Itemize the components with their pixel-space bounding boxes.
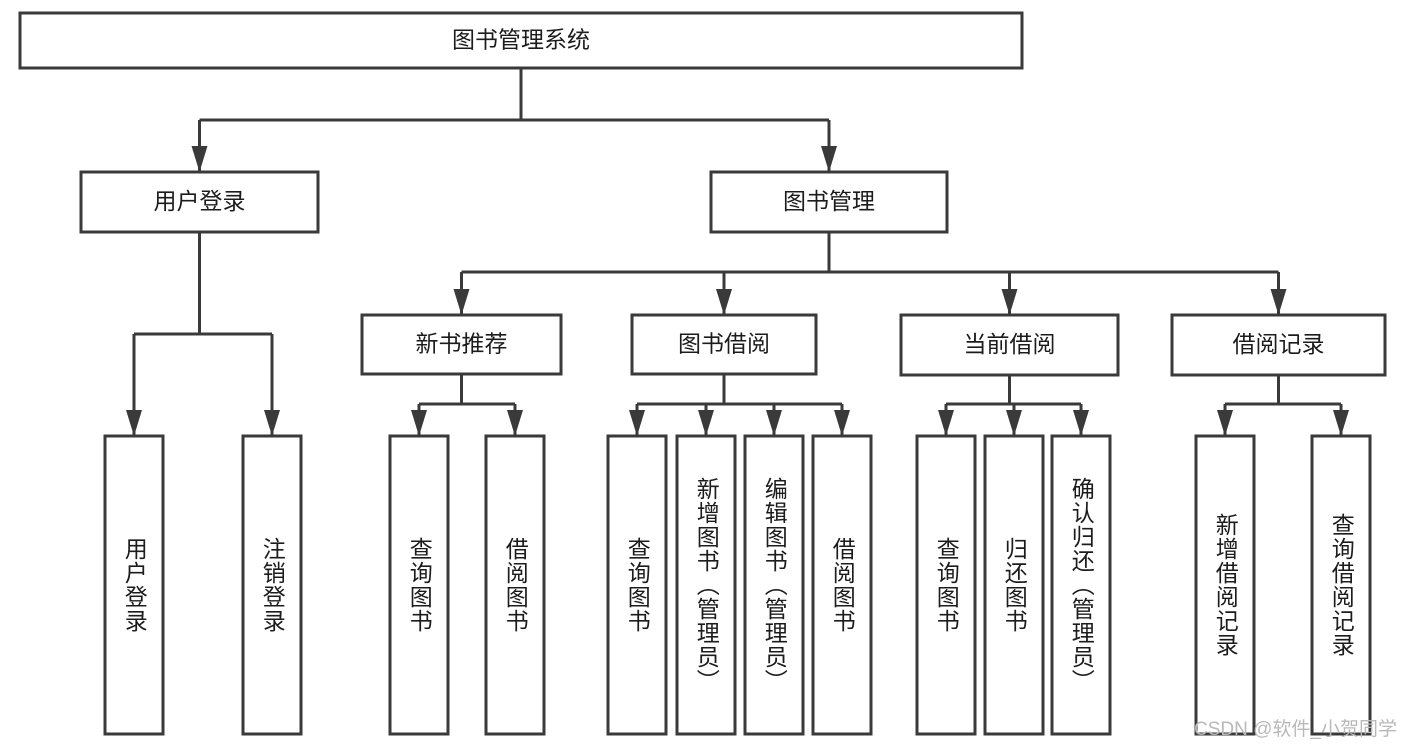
arrow-head-icon <box>507 410 523 436</box>
watermark: CSDN @软件_小贺同学 <box>1194 719 1397 740</box>
node-leaf-box-leaf-borrow-book <box>811 434 873 736</box>
node-leaf-box-leaf-logout <box>241 434 303 736</box>
node-level3-box-new-book-recommend <box>360 313 563 376</box>
node-level2-box-user-login <box>79 170 320 234</box>
node-level2-label-user-login: 用户登录 <box>154 188 246 214</box>
node-level3-label-book-borrow: 图书借阅 <box>678 331 770 357</box>
node-level3-label-new-book-recommend: 新书推荐 <box>416 331 508 357</box>
node-level3-label-current-borrow: 当前借阅 <box>964 331 1056 357</box>
node-leaf-box-leaf-query-book-current <box>915 434 977 736</box>
node-level2-label-book-manage: 图书管理 <box>783 188 875 214</box>
arrow-head-icon <box>766 410 782 436</box>
arrow-head-icon <box>1001 289 1018 315</box>
arrow-head-icon <box>1217 410 1233 436</box>
node-level3-box-book-borrow <box>630 313 818 376</box>
arrow-head-icon <box>453 289 470 315</box>
node-root-label: 图书管理系统 <box>452 27 590 53</box>
node-leaf-box-leaf-query-book-borrow <box>606 434 668 736</box>
node-level2-box-book-manage <box>709 170 949 234</box>
arrow-head-icon <box>1006 410 1022 436</box>
arrow-head-icon <box>126 410 142 436</box>
arrow-head-icon <box>411 410 427 436</box>
node-level3-box-borrow-record <box>1170 313 1387 377</box>
node-leaf-box-leaf-add-record <box>1194 434 1256 736</box>
connectors-layer <box>126 68 1349 436</box>
arrow-head-icon <box>1073 410 1089 436</box>
arrow-head-icon <box>821 146 837 172</box>
arrow-head-icon <box>938 410 954 436</box>
arrow-head-icon <box>834 410 850 436</box>
node-level3-label-borrow-record: 借阅记录 <box>1233 331 1325 357</box>
node-leaf-box-leaf-borrow-book-recommend <box>484 434 546 736</box>
node-leaf-box-leaf-edit-book <box>743 434 805 736</box>
arrow-head-icon <box>1333 410 1349 436</box>
node-leaf-box-leaf-return-book <box>983 434 1045 736</box>
node-leaf-box-leaf-confirm-return <box>1050 434 1112 736</box>
arrow-head-icon <box>629 410 645 436</box>
node-leaf-box-leaf-query-book-recommend <box>388 434 450 736</box>
arrow-head-icon <box>698 410 714 436</box>
arrow-head-icon <box>191 146 208 172</box>
arrow-head-icon <box>264 410 280 436</box>
node-leaf-box-leaf-query-record <box>1310 434 1372 736</box>
arrow-head-icon <box>1270 289 1287 315</box>
arrow-head-icon <box>716 289 732 315</box>
node-root-box <box>18 11 1024 70</box>
boxes-layer <box>18 11 1387 736</box>
node-level3-box-current-borrow <box>899 313 1120 377</box>
node-leaf-box-leaf-add-book <box>675 434 737 736</box>
node-leaf-box-leaf-user-login <box>103 434 165 736</box>
